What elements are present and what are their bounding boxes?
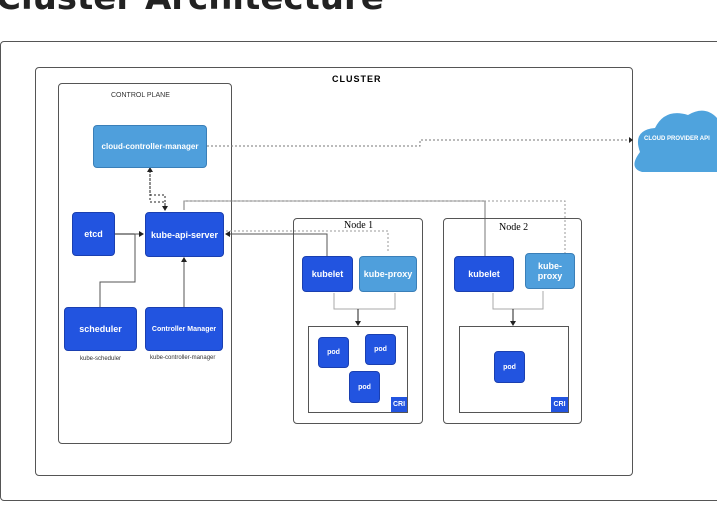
etcd: etcd — [72, 212, 115, 256]
node-2-title: Node 2 — [499, 222, 529, 233]
pod: pod — [318, 337, 349, 368]
control-plane-label: CONTROL PLANE — [111, 92, 170, 99]
node-1-kube-proxy: kube-proxy — [359, 256, 417, 292]
pod: pod — [349, 371, 380, 403]
node-1-cri: CRI — [391, 397, 407, 412]
node-2-box — [443, 218, 582, 424]
node-1-box — [293, 218, 423, 424]
controller-manager-sublabel: kube-controller-manager — [150, 355, 216, 361]
cloud-provider-api: CLOUD PROVIDER API — [644, 136, 710, 142]
scheduler: scheduler — [64, 307, 137, 351]
kube-api-server: kube-api-server — [145, 212, 224, 257]
node-1-pod-area — [308, 326, 408, 413]
node-2-pod-area — [459, 326, 569, 413]
node-1-kubelet: kubelet — [302, 256, 353, 292]
node-1-title: Node 1 — [344, 220, 374, 231]
pod: pod — [494, 351, 525, 383]
page-title: Cluster Architecture — [0, 0, 384, 18]
node-2-cri: CRI — [551, 397, 568, 412]
pod: pod — [365, 334, 396, 365]
cloud-shape — [634, 110, 717, 172]
node-2-kube-proxy: kube-proxy — [525, 253, 575, 289]
node-2-kubelet: kubelet — [454, 256, 514, 292]
cloud-controller-manager: cloud-controller-manager — [93, 125, 207, 168]
cluster-label: CLUSTER — [332, 74, 382, 84]
scheduler-sublabel: kube-scheduler — [80, 356, 122, 362]
controller-manager: Controller Manager — [145, 307, 223, 351]
